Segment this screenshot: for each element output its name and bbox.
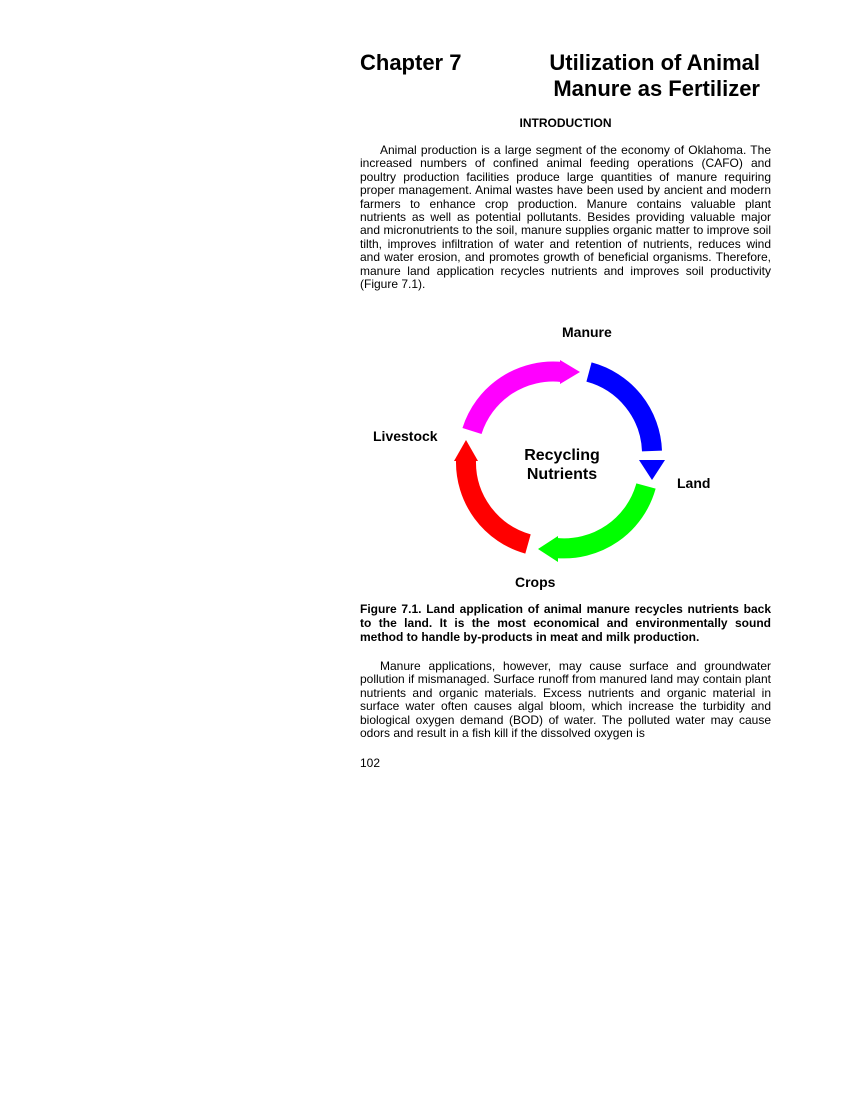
section-heading: INTRODUCTION — [519, 116, 612, 130]
figure-center-label: Recycling Nutrients — [512, 446, 612, 484]
chapter-title: Utilization of Animal Manure as Fertiliz… — [520, 50, 760, 102]
intro-paragraph: Animal production is a large segment of … — [360, 143, 771, 292]
arrowhead-land — [639, 460, 665, 480]
nutrient-cycle-diagram — [454, 360, 665, 562]
runoff-paragraph: Manure applications, however, may cause … — [360, 659, 771, 741]
label-manure: Manure — [562, 324, 612, 340]
label-crops: Crops — [515, 574, 556, 590]
arrowhead-manure — [560, 360, 580, 384]
center-label-line1: Recycling — [524, 447, 600, 464]
label-land: Land — [677, 475, 711, 491]
arrow-manure-to-land — [586, 362, 662, 452]
figure-caption: Figure 7.1. Land application of animal m… — [360, 602, 771, 644]
chapter-title-line2: Manure as Fertilizer — [553, 76, 760, 101]
arrowhead-livestock — [454, 440, 478, 461]
arrowhead-crops — [538, 536, 558, 562]
arrow-land-to-crops — [555, 483, 656, 559]
label-livestock: Livestock — [373, 428, 438, 444]
chapter-title-line1: Utilization of Animal — [549, 50, 760, 75]
chapter-number: Chapter 7 — [360, 50, 462, 75]
arrow-crops-to-livestock — [455, 459, 532, 554]
page-number: 102 — [360, 756, 381, 770]
center-label-line2: Nutrients — [526, 466, 598, 483]
arrow-livestock-to-manure — [462, 361, 564, 435]
nutrient-cycle-figure: Manure Land Crops Livestock Recycling Nu… — [360, 318, 771, 598]
